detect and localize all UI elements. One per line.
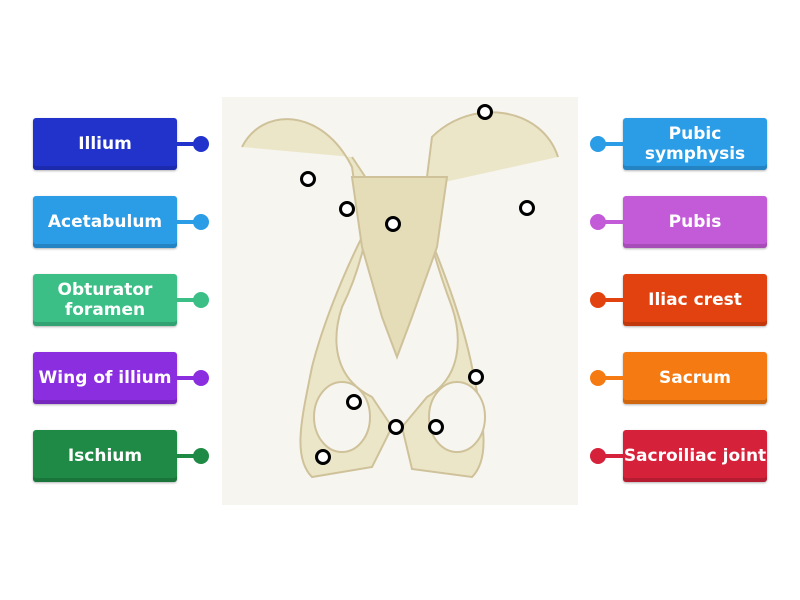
connector-dot-icon[interactable] xyxy=(590,214,606,230)
label-wing-of-illium[interactable]: Wing of illium xyxy=(33,352,177,404)
label-pubic-symphysis[interactable]: Pubic symphysis xyxy=(623,118,767,170)
hotspot-marker[interactable] xyxy=(388,419,404,435)
label-sacrum[interactable]: Sacrum xyxy=(623,352,767,404)
connector-line xyxy=(177,454,201,458)
connector-dot-icon[interactable] xyxy=(590,370,606,386)
hotspot-marker[interactable] xyxy=(468,369,484,385)
hotspot-marker[interactable] xyxy=(339,201,355,217)
label-sacroiliac-joint[interactable]: Sacroiliac joint xyxy=(623,430,767,482)
connector-dot-icon[interactable] xyxy=(193,370,209,386)
hotspot-marker[interactable] xyxy=(519,200,535,216)
label-obturator-foramen[interactable]: Obturator foramen xyxy=(33,274,177,326)
connector-dot-icon[interactable] xyxy=(590,292,606,308)
connector-dot-icon[interactable] xyxy=(590,448,606,464)
connector-dot-icon[interactable] xyxy=(590,136,606,152)
hotspot-marker[interactable] xyxy=(385,216,401,232)
connector-line xyxy=(177,220,201,224)
connector-line xyxy=(599,376,623,380)
hotspot-marker[interactable] xyxy=(315,449,331,465)
connector-line xyxy=(177,142,201,146)
connector-line xyxy=(599,454,623,458)
pelvis-image xyxy=(222,97,578,505)
hotspot-marker[interactable] xyxy=(300,171,316,187)
connector-line xyxy=(599,220,623,224)
connector-dot-icon[interactable] xyxy=(193,136,209,152)
connector-line xyxy=(599,142,623,146)
connector-dot-icon[interactable] xyxy=(193,292,209,308)
hotspot-marker[interactable] xyxy=(428,419,444,435)
label-iliac-crest[interactable]: Iliac crest xyxy=(623,274,767,326)
label-ischium[interactable]: Ischium xyxy=(33,430,177,482)
connector-line xyxy=(177,298,201,302)
label-illium[interactable]: Illium xyxy=(33,118,177,170)
connector-line xyxy=(599,298,623,302)
hotspot-marker[interactable] xyxy=(346,394,362,410)
connector-line xyxy=(177,376,201,380)
label-acetabulum[interactable]: Acetabulum xyxy=(33,196,177,248)
connector-dot-icon[interactable] xyxy=(193,214,209,230)
hotspot-marker[interactable] xyxy=(477,104,493,120)
connector-dot-icon[interactable] xyxy=(193,448,209,464)
label-pubis[interactable]: Pubis xyxy=(623,196,767,248)
